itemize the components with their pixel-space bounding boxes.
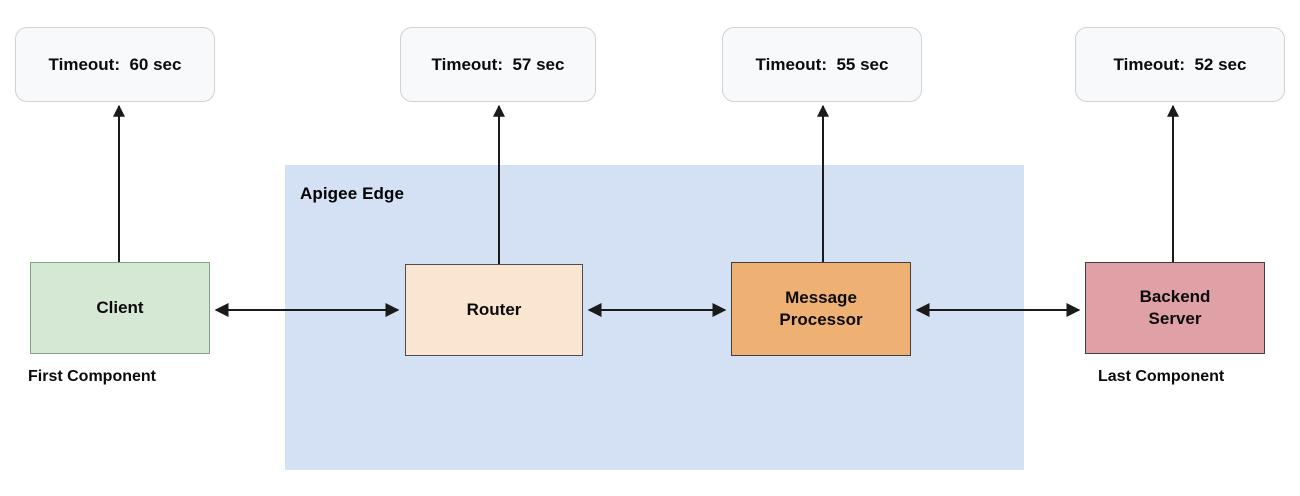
apigee-edge-zone: [285, 165, 1024, 470]
node-router-label: Router: [466, 300, 522, 320]
caption-first-component: First Component: [28, 368, 156, 385]
node-backend-server-label: Backend Server: [1139, 287, 1211, 328]
timeout-label-message-processor: Timeout: 55 sec: [755, 54, 889, 74]
node-client: Client: [30, 262, 210, 354]
node-message-processor-label: Message Processor: [779, 288, 863, 329]
timeout-box-router: Timeout: 57 sec: [400, 27, 596, 102]
apigee-edge-zone-label: Apigee Edge: [300, 184, 405, 203]
timeout-box-message-processor: Timeout: 55 sec: [722, 27, 922, 102]
node-backend-server: Backend Server: [1085, 262, 1265, 354]
timeout-label-client: Timeout: 60 sec: [48, 54, 182, 74]
timeout-box-client: Timeout: 60 sec: [15, 27, 215, 102]
timeout-label-router: Timeout: 57 sec: [431, 54, 565, 74]
timeout-box-backend-server: Timeout: 52 sec: [1075, 27, 1285, 102]
node-client-label: Client: [96, 298, 144, 318]
node-router: Router: [405, 264, 583, 356]
timeout-label-backend-server: Timeout: 52 sec: [1113, 54, 1247, 74]
caption-last-component: Last Component: [1098, 368, 1225, 385]
node-message-processor: Message Processor: [731, 262, 911, 356]
